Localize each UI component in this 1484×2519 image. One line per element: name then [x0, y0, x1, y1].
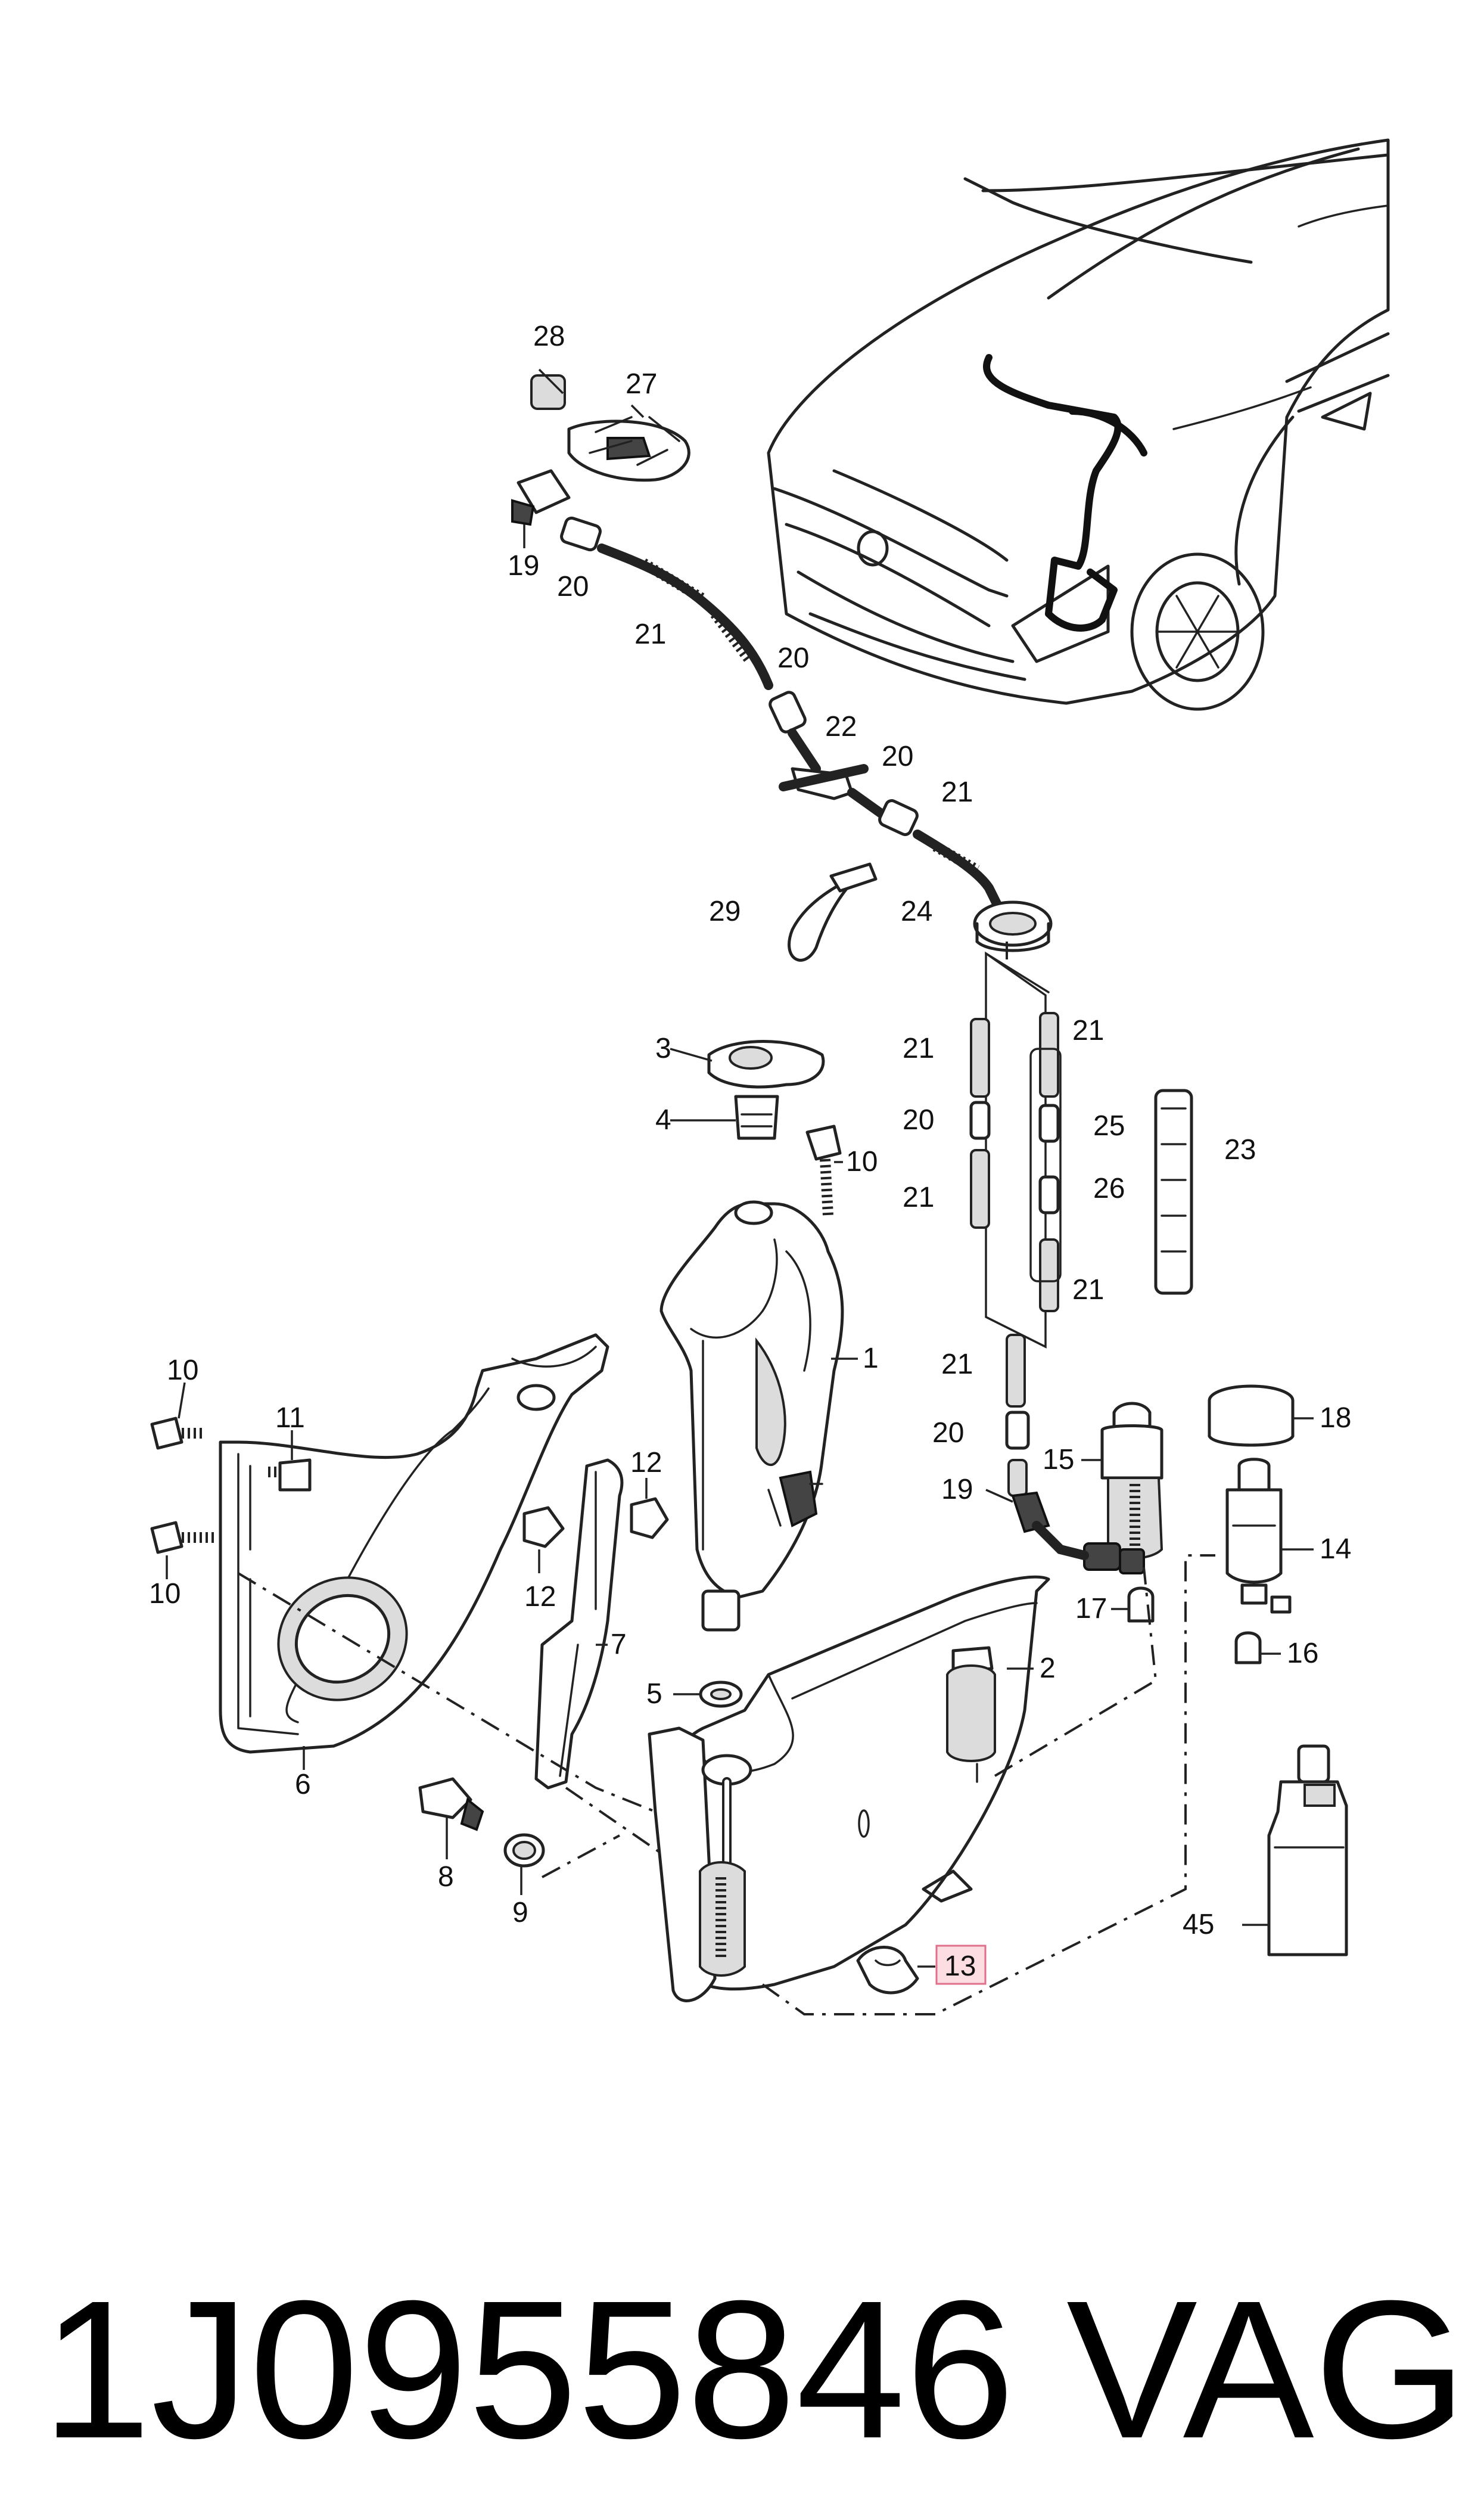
hose-bundle	[969, 1012, 1062, 1312]
callout-22: 22	[825, 711, 857, 743]
callout-3: 3	[655, 1033, 671, 1064]
callout-4: 4	[655, 1104, 671, 1136]
brand-label: VAG	[1066, 2259, 1467, 2479]
reservoir-filler-neck	[659, 1200, 844, 1632]
callout-21-bundle-l1: 21	[903, 1033, 934, 1064]
callout-20-mid: 20	[777, 642, 809, 674]
callout-24: 24	[901, 896, 932, 927]
callout-20-bundle: 20	[903, 1104, 934, 1136]
part-number: 1J0955846	[42, 2259, 1015, 2479]
callout-29: 29	[709, 896, 741, 927]
callout-21-bundle-r1: 21	[1072, 1015, 1104, 1046]
callout-11: 11	[275, 1402, 305, 1434]
callout-23: 23	[1224, 1134, 1256, 1166]
washer-pump-14	[1225, 1458, 1292, 1614]
car-illustration	[767, 138, 1390, 711]
callout-21-right: 21	[941, 776, 973, 808]
callout-21-bundle-r2: 21	[1072, 1274, 1104, 1306]
bracket-left	[219, 1333, 609, 1754]
callout-20-top: 20	[557, 571, 589, 602]
callout-7: 7	[611, 1629, 627, 1660]
callout-17: 17	[1075, 1593, 1107, 1625]
callout-1: 1	[863, 1343, 879, 1374]
callout-labels: 28 27 19 20 21 20 22 20 21 29 24 21 21 3…	[149, 321, 1351, 1985]
callout-9: 9	[512, 1897, 528, 1928]
washer-nozzle-assembly	[530, 374, 690, 482]
callout-6: 6	[295, 1769, 311, 1800]
callout-5: 5	[646, 1678, 662, 1710]
callout-26: 26	[1093, 1173, 1125, 1204]
callout-25: 25	[1093, 1110, 1125, 1142]
callout-21-top: 21	[634, 619, 666, 650]
washer-fluid-bottle	[1267, 1744, 1348, 1956]
callout-10-bottomleft: 10	[149, 1578, 181, 1610]
callout-10-center: 10	[846, 1146, 878, 1178]
washer-reservoir	[648, 1575, 1050, 2002]
callout-28: 28	[533, 321, 565, 352]
callout-19-lower: 19	[941, 1474, 973, 1505]
callout-45: 45	[1183, 1909, 1214, 1940]
callout-20-right: 20	[882, 741, 913, 772]
dashed-assembly-lines	[237, 942, 1215, 2015]
callout-21-lower: 21	[941, 1349, 973, 1380]
callout-10-topleft: 10	[167, 1355, 198, 1386]
callout-18: 18	[1320, 1402, 1351, 1434]
callout-27: 27	[626, 368, 657, 400]
callout-21-bundle-l2: 21	[903, 1182, 934, 1213]
callout-14: 14	[1320, 1533, 1351, 1565]
callout-13: 13	[944, 1950, 976, 1982]
callout-12-left: 12	[524, 1581, 556, 1613]
callout-16: 16	[1287, 1638, 1318, 1669]
callout-13-highlight-box	[935, 1945, 987, 1985]
callout-19-top: 19	[508, 550, 539, 582]
callout-8: 8	[438, 1861, 454, 1893]
callout-2: 2	[1040, 1653, 1056, 1684]
footer: 1J0955846 VAG	[42, 2259, 1467, 2479]
washer-pump-15	[1083, 1402, 1163, 1574]
callout-20-lower: 20	[932, 1417, 964, 1449]
callout-12-right: 12	[630, 1447, 662, 1479]
callout-15: 15	[1043, 1444, 1074, 1476]
